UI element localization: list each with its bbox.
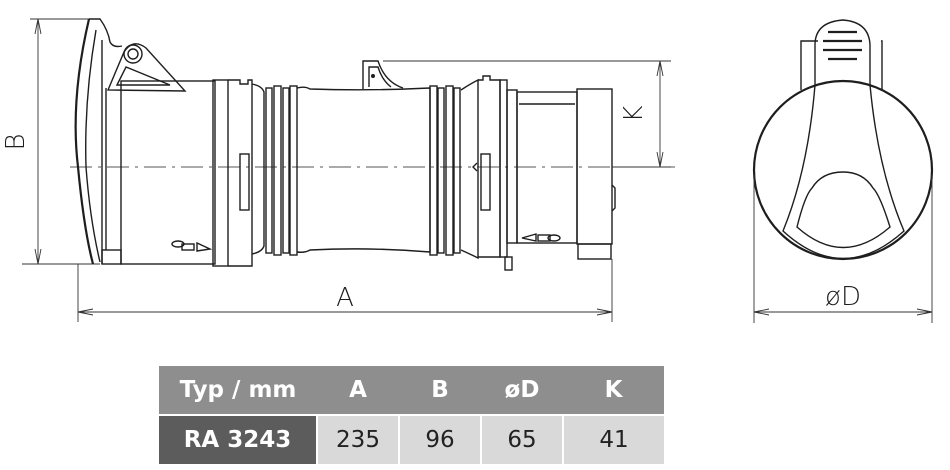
table-row: RA 3243 235 96 65 41: [159, 415, 664, 464]
cell-a: 235: [316, 415, 399, 464]
header-d: øD: [481, 366, 563, 415]
cell-k: 41: [562, 415, 664, 464]
hinge-pin-icon: [123, 44, 143, 64]
dimension-b: B: [1, 18, 100, 265]
technical-drawing: B: [1, 18, 934, 323]
dimension-a: A: [77, 259, 613, 322]
ribs-right: [429, 78, 479, 260]
cell-type: RA 3243: [159, 415, 317, 464]
dimension-label-a: A: [336, 283, 354, 313]
dimension-k: K: [383, 60, 671, 168]
hinged-lid: [74, 18, 187, 265]
dimension-label-d: øD: [825, 282, 861, 312]
front-view: øD: [752, 19, 934, 323]
header-a: A: [317, 366, 399, 415]
header-type: Typ / mm: [159, 366, 317, 415]
tab-marker-icon: [371, 74, 375, 78]
header-k: K: [563, 366, 664, 415]
cell-d: 65: [480, 415, 563, 464]
ribs-left: [251, 83, 298, 256]
latch-slot: [239, 153, 250, 211]
side-view: B: [1, 18, 675, 322]
dimension-d: øD: [753, 175, 933, 323]
arrow-mark-icon: [472, 162, 478, 172]
table-header-row: Typ / mm A B øD K: [159, 366, 664, 415]
cell-b: 96: [398, 415, 481, 464]
polarity-marks-left: [171, 240, 213, 252]
polarity-marks-right: [521, 233, 561, 242]
dimension-label-b: B: [1, 133, 31, 150]
grip-lines-icon: [823, 30, 862, 61]
dimension-table: Typ / mm A B øD K RA 3243 235 96 65 41: [159, 366, 664, 464]
dimension-label-k: K: [619, 105, 649, 122]
header-b: B: [399, 366, 481, 415]
socket-circle: [752, 79, 934, 261]
latch-slot-right: [480, 153, 491, 211]
